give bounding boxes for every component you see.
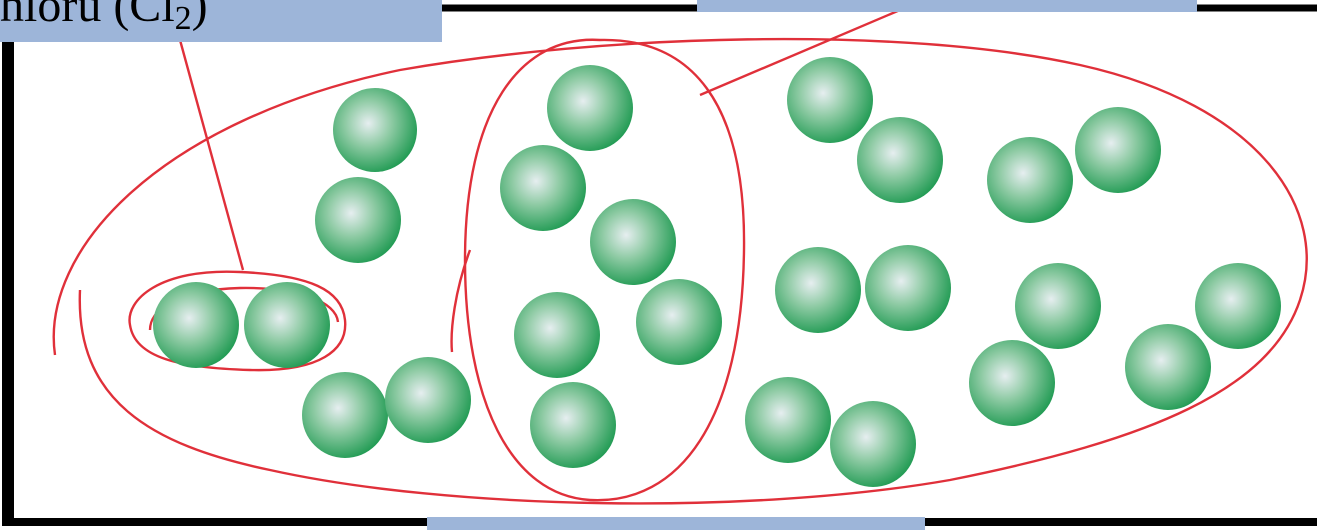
atom xyxy=(302,372,388,458)
atom xyxy=(775,247,861,333)
atom xyxy=(1125,324,1211,410)
atom xyxy=(787,57,873,143)
atom xyxy=(636,279,722,365)
atom xyxy=(547,65,633,151)
chlorine-label-subscript: 2 xyxy=(175,0,192,37)
atom xyxy=(500,145,586,231)
atom xyxy=(857,117,943,203)
chlorine-label: hloru (Cl2) xyxy=(0,0,208,36)
atom xyxy=(1015,263,1101,349)
atom xyxy=(333,88,417,172)
atom xyxy=(385,357,471,443)
atom xyxy=(153,282,239,368)
chlorine-label-suffix: ) xyxy=(192,0,208,32)
label-box-bottom xyxy=(427,517,925,530)
atom xyxy=(830,401,916,487)
atom xyxy=(969,340,1055,426)
label-box-left: hloru (Cl2) xyxy=(0,0,442,42)
atom xyxy=(1195,263,1281,349)
atom xyxy=(315,177,401,263)
atom xyxy=(1075,107,1161,193)
atom xyxy=(514,292,600,378)
atom xyxy=(530,382,616,468)
atom xyxy=(865,245,951,331)
atom xyxy=(244,282,330,368)
outline-group xyxy=(54,10,1307,503)
atom xyxy=(987,137,1073,223)
atom xyxy=(590,199,676,285)
atom xyxy=(745,377,831,463)
chlorine-label-prefix: hloru (Cl xyxy=(0,0,175,32)
atoms xyxy=(153,57,1281,487)
label-box-right xyxy=(697,0,1197,12)
leader-line-left xyxy=(180,40,243,270)
